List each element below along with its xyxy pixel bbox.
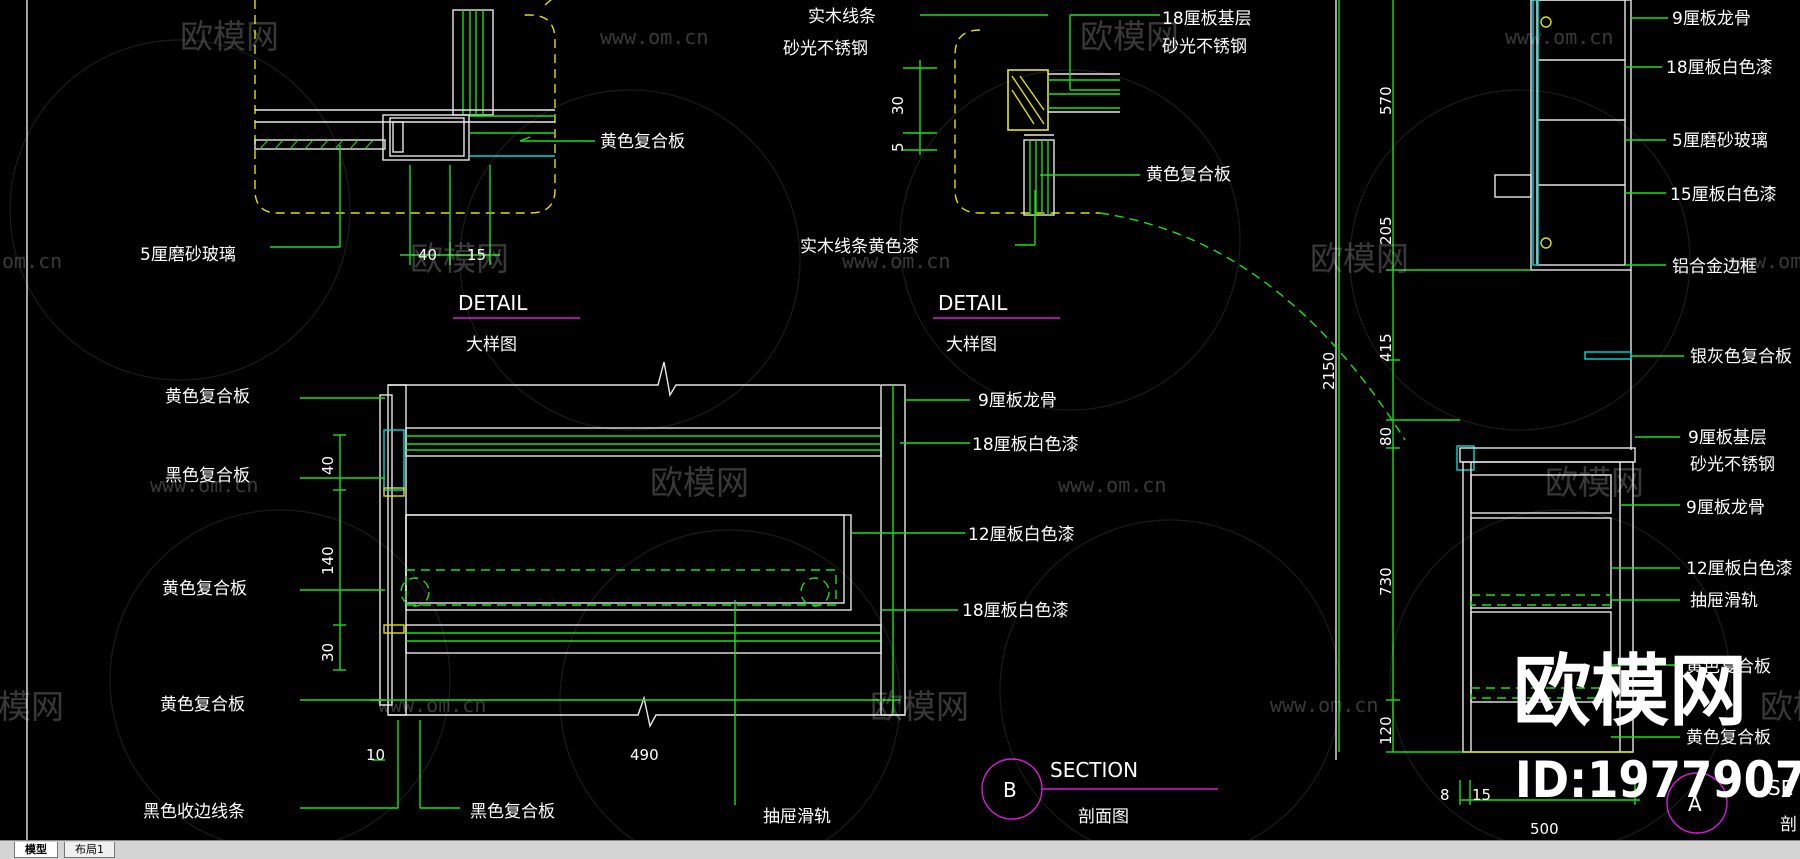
label: 黑色复合板	[165, 466, 250, 486]
section-b: 黄色复合板 黑色复合板 黄色复合板 黄色复合板 黑色收边线条 黑色复合板 抽屉滑…	[143, 361, 1218, 827]
watermark-text: 模网	[0, 687, 64, 726]
detail-title: DETAIL	[938, 291, 1008, 315]
label: 砂光不锈钢	[783, 39, 868, 59]
dimension: 15	[467, 246, 486, 264]
label: 实木线条	[808, 7, 876, 27]
dimension: 40	[319, 456, 337, 475]
watermark-text: 欧模网	[410, 239, 509, 278]
dimension: 10	[366, 746, 385, 764]
label: 黄色复合板	[162, 579, 247, 599]
label: 砂光不锈钢	[1162, 37, 1247, 57]
watermark-url: om.cn	[2, 249, 62, 273]
watermark-url: www.om.cn	[1270, 693, 1378, 717]
detail-subtitle: 大样图	[466, 335, 517, 355]
detail-1: 黄色复合板 5厘磨砂玻璃 40 15 DETAIL 大样图	[140, 0, 685, 355]
watermark-url: www.om.cn	[600, 25, 708, 49]
watermark-url: www.om.cn	[378, 693, 486, 717]
label: 黄色复合板	[600, 132, 685, 152]
dimension: 5	[889, 142, 907, 152]
dimension: 140	[319, 546, 337, 575]
dimension: 8	[1440, 786, 1450, 804]
section-subtitle: 剖面图	[1078, 807, 1129, 827]
dimension: 40	[418, 246, 437, 264]
dimension: 415	[1377, 333, 1395, 362]
watermark-url: www.om.cn	[842, 249, 950, 273]
label: 黑色收边线条	[143, 802, 245, 822]
label: 9厘板龙骨	[1686, 498, 1765, 518]
label: 砂光不锈钢	[1690, 455, 1775, 475]
label: 黄色复合板	[165, 387, 250, 407]
dimension: 120	[1377, 716, 1395, 745]
tab-model[interactable]: 模型	[14, 842, 58, 858]
label: 9厘板龙骨	[1672, 9, 1751, 29]
label: 18厘板基层	[1162, 9, 1252, 29]
dimension: 30	[319, 643, 337, 662]
watermark-text: 欧模网	[1760, 687, 1800, 726]
watermark-text: 欧模网	[870, 687, 969, 726]
label: 9厘板龙骨	[978, 391, 1057, 411]
label: 18厘板白色漆	[1666, 58, 1773, 78]
dimension: 205	[1377, 216, 1395, 245]
detail-1-boundary	[254, 0, 556, 214]
watermark-text: 欧模网	[650, 463, 749, 502]
section-marker-letter: A	[1688, 792, 1702, 816]
detail-2: 实木线条 砂光不锈钢 18厘板基层 砂光不锈钢 黄色复合板 实木线条黄色漆 30…	[783, 7, 1406, 441]
detail-2-callout-arc	[1099, 212, 1406, 441]
cad-drawing[interactable]: 黄色复合板 5厘磨砂玻璃 40 15 DETAIL 大样图	[0, 0, 1800, 840]
label: 实木线条黄色漆	[800, 237, 919, 257]
detail-subtitle: 大样图	[946, 335, 997, 355]
watermark-text: 欧模网	[1545, 463, 1644, 502]
dimension: 80	[1377, 427, 1395, 446]
brand-name: 欧模网	[1513, 647, 1747, 737]
brand-overlay: 欧模网 ID:1977907	[1513, 647, 1800, 809]
watermarks: 欧模网 www.om.cn 欧模网 www.om.cn om.cn 欧模网 ww…	[0, 17, 1800, 840]
label: 铝合金边框	[1672, 257, 1757, 277]
detail-title: DETAIL	[458, 291, 528, 315]
section-title: SECTION	[1050, 758, 1138, 782]
watermark-text: 欧模网	[1080, 17, 1179, 56]
dimension: 500	[1530, 820, 1559, 838]
watermark-text: 欧模网	[1310, 239, 1409, 278]
dimension: 570	[1377, 86, 1395, 115]
label: 黄色复合板	[160, 695, 245, 715]
watermark-text: 欧模网	[180, 17, 279, 56]
label: 5厘磨砂玻璃	[140, 245, 236, 265]
label: 黄色复合板	[1146, 165, 1231, 185]
detail-2-boundary	[954, 29, 1100, 214]
section-title: SE	[1768, 776, 1793, 800]
label: 黄色复合板	[1686, 657, 1771, 677]
dimension: 15	[1472, 786, 1491, 804]
label: 12厘板白色漆	[968, 525, 1075, 545]
label: 抽屉滑轨	[1690, 591, 1758, 611]
watermark-url: www.om.cn	[1058, 473, 1166, 497]
label: 15厘板白色漆	[1670, 185, 1777, 205]
dimension: 730	[1377, 567, 1395, 596]
label: 黑色复合板	[470, 802, 555, 822]
watermark-url: www.om.cn	[1730, 249, 1800, 273]
label: 12厘板白色漆	[1686, 559, 1793, 579]
watermark-url: www.om.cn	[150, 473, 258, 497]
dimension: 490	[630, 746, 659, 764]
watermark-url: www.om.cn	[1505, 25, 1613, 49]
tab-layout-1[interactable]: 布局1	[64, 842, 115, 858]
label: 18厘板白色漆	[962, 601, 1069, 621]
section-marker	[1666, 772, 1728, 834]
label: 5厘磨砂玻璃	[1672, 131, 1768, 151]
section-marker-letter: B	[1003, 778, 1017, 802]
label: 抽屉滑轨	[763, 807, 831, 827]
label: 黄色复合板	[1686, 728, 1771, 748]
label: 银灰色复合板	[1690, 347, 1792, 367]
section-subtitle: 剖	[1780, 815, 1797, 835]
label: 18厘板白色漆	[972, 435, 1079, 455]
layout-tab-bar: 模型 布局1	[0, 840, 1800, 859]
label: 9厘板基层	[1688, 428, 1767, 448]
section-a: 9厘板龙骨 18厘板白色漆 5厘磨砂玻璃 15厘板白色漆 铝合金边框 银灰色复合…	[1320, 0, 1797, 838]
dimension: 2150	[1320, 352, 1338, 390]
brand-id: ID:1977907	[1515, 751, 1800, 809]
dimension: 30	[889, 96, 907, 115]
